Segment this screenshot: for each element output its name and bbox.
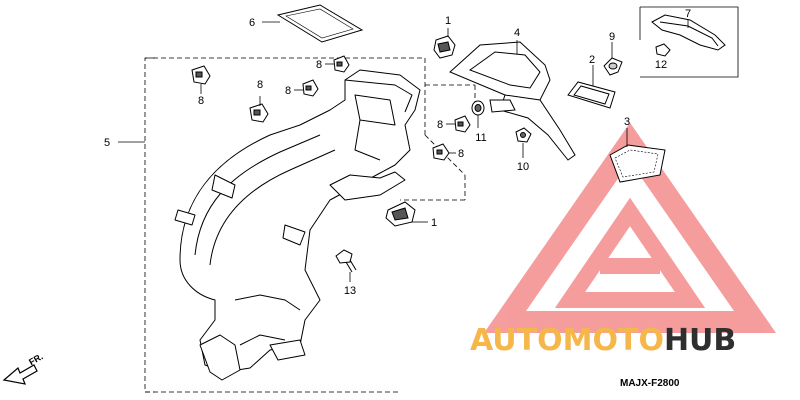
watermark-part2: HUB [664, 323, 736, 358]
callout-10: 10 [517, 161, 529, 173]
watermark-triangle-logo [483, 122, 777, 333]
callout-8b: 8 [257, 79, 263, 91]
watermark-wordmark: AUTOMOTOHUB [470, 323, 736, 358]
callout-13: 13 [344, 285, 356, 297]
callout-11: 11 [475, 132, 486, 144]
assembly-bracket-5 [144, 57, 476, 393]
callout-5: 5 [104, 137, 110, 149]
part-8-clip-d [333, 55, 350, 73]
part-4-license-bracket [449, 41, 576, 161]
watermark-part1: AUTOMOTO [470, 323, 664, 358]
part-8-clip-c [302, 79, 319, 97]
part-7-lens-strip [651, 14, 726, 51]
part-8-clip-e [454, 115, 471, 133]
callout-8f: 8 [458, 148, 464, 160]
front-direction-arrow-icon [2, 364, 38, 385]
part-11-grommet [471, 100, 485, 116]
direction-label: FR. [27, 351, 45, 367]
part-8-clip-a [191, 65, 211, 85]
callout-4: 4 [514, 27, 520, 39]
callout-8a: 8 [198, 95, 204, 107]
callout-8c: 8 [285, 85, 291, 97]
part-10-nut [515, 127, 532, 143]
part-8-clip-b [249, 103, 269, 123]
part-6-plate [276, 4, 364, 43]
part-1-clip-upper [433, 35, 456, 59]
callout-1-lower: 1 [431, 217, 437, 229]
callout-9: 9 [609, 31, 615, 43]
part-8-clip-f [432, 143, 450, 161]
diagram-code: MAJX-F2800 [620, 378, 680, 389]
callout-2: 2 [589, 54, 595, 66]
part-9-bolt [603, 57, 623, 76]
callout-1-upper: 1 [445, 15, 451, 27]
part-1-clip-lower [385, 201, 416, 227]
callout-12: 12 [655, 59, 667, 71]
part-2-lamp-base [567, 81, 616, 109]
callout-3: 3 [624, 116, 630, 128]
callout-8d: 8 [316, 59, 322, 71]
part-3-reflector [609, 144, 666, 183]
callout-6: 6 [249, 17, 255, 29]
rear-fender-part [174, 69, 421, 381]
callout-7: 7 [685, 8, 691, 20]
part-13-bolt [335, 249, 357, 273]
part-12-nut [655, 43, 671, 57]
assembly-bracket-7 [639, 6, 739, 78]
callout-8e: 8 [437, 119, 443, 131]
